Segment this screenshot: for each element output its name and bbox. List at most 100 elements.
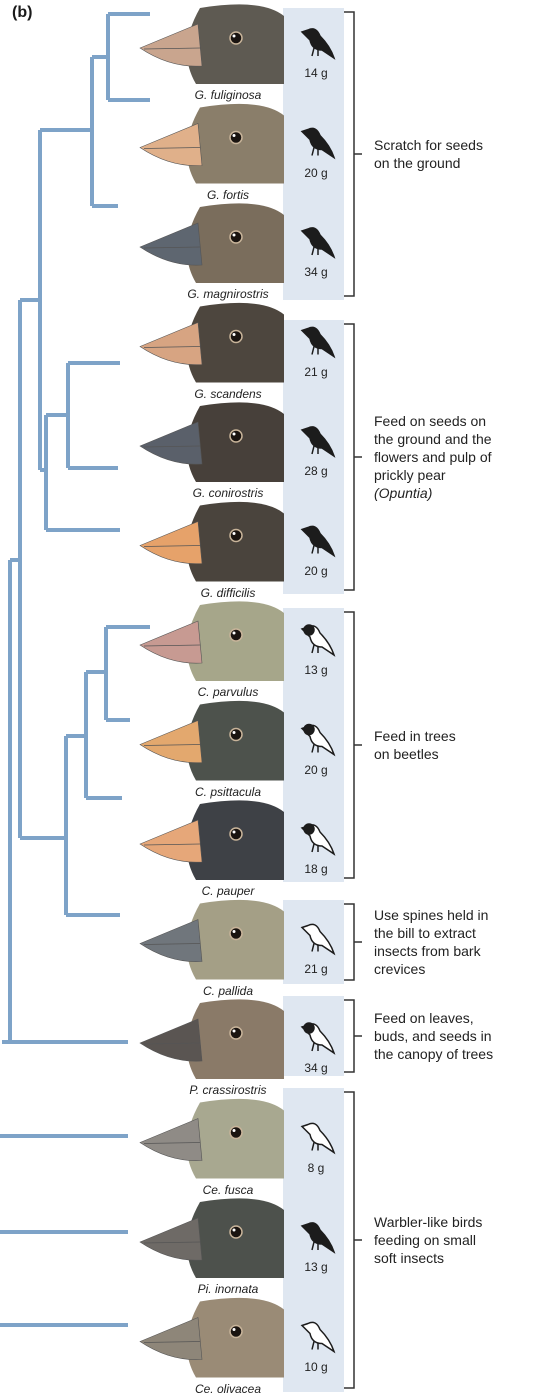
group-bracket	[344, 1000, 362, 1072]
species-name: C. pauper	[143, 884, 313, 898]
body-mass: 10 g	[296, 1360, 336, 1374]
eye-highlight	[233, 532, 236, 535]
bird-head-illustration	[140, 601, 284, 681]
species-name: Ce. olivacea	[143, 1382, 313, 1396]
eye	[230, 729, 242, 741]
diet-text-line: Feed in trees	[374, 727, 556, 745]
body-mass: 20 g	[296, 763, 336, 777]
species-name: Ce. fusca	[143, 1183, 313, 1197]
eye	[230, 1027, 242, 1039]
bird-head-illustration	[140, 999, 284, 1079]
eye	[230, 629, 242, 641]
diet-text-line: Feed on seeds on	[374, 412, 556, 430]
bird-head-illustration	[140, 203, 284, 283]
body-mass: 21 g	[296, 365, 336, 379]
eye-highlight	[233, 134, 236, 137]
diet-text-line: feeding on small	[374, 1231, 556, 1249]
beak	[140, 422, 202, 464]
diet-description: Scratch for seedson the ground	[374, 136, 556, 172]
species-name: Pi. inornata	[143, 1282, 313, 1296]
eye	[230, 231, 242, 243]
species-name: G. conirostris	[143, 486, 313, 500]
beak	[140, 223, 202, 265]
eye-highlight	[233, 35, 236, 38]
diet-text-line: (Opuntia)	[374, 484, 556, 502]
eye	[230, 132, 242, 144]
bird-head-illustration	[140, 4, 284, 84]
body-mass: 34 g	[296, 1061, 336, 1075]
diet-text-line: crevices	[374, 960, 556, 978]
panel-label: (b)	[12, 4, 32, 22]
body-mass: 14 g	[296, 66, 336, 80]
diet-description: Feed in treeson beetles	[374, 727, 556, 763]
body-mass: 21 g	[296, 962, 336, 976]
species-name: C. pallida	[143, 984, 313, 998]
eye-highlight	[233, 433, 236, 436]
bird-head-illustration	[140, 1198, 284, 1278]
group-bracket	[344, 12, 362, 296]
diet-text-line: Warbler-like birds	[374, 1213, 556, 1231]
diet-text-line: soft insects	[374, 1249, 556, 1267]
eye-highlight	[233, 831, 236, 834]
eye-highlight	[233, 1328, 236, 1331]
eye-highlight	[233, 731, 236, 734]
species-name: C. parvulus	[143, 685, 313, 699]
bird-head-illustration	[140, 502, 284, 582]
diet-text-line: Scratch for seeds	[374, 136, 556, 154]
species-name: G. magnirostris	[143, 287, 313, 301]
species-name: G. scandens	[143, 387, 313, 401]
diet-text-line: the canopy of trees	[374, 1045, 556, 1063]
eye-highlight	[233, 632, 236, 635]
eye-highlight	[233, 1129, 236, 1132]
species-name: G. fortis	[143, 188, 313, 202]
body-mass: 18 g	[296, 862, 336, 876]
species-name: G. fuliginosa	[143, 88, 313, 102]
group-bracket	[344, 904, 362, 980]
group-bracket	[344, 612, 362, 878]
diet-description: Use spines held inthe bill to extractins…	[374, 906, 556, 978]
bird-head-illustration	[140, 402, 284, 482]
diet-text-line: on the ground	[374, 154, 556, 172]
eye-highlight	[233, 234, 236, 237]
diet-text-line: buds, and seeds in	[374, 1027, 556, 1045]
bird-head-illustration	[140, 303, 284, 383]
eye	[230, 331, 242, 343]
species-name: P. crassirostris	[143, 1083, 313, 1097]
beak	[140, 920, 202, 962]
bird-cap	[304, 1023, 314, 1033]
tree-branches	[0, 14, 150, 1325]
bird-cap	[304, 625, 314, 635]
beak	[140, 820, 202, 862]
beak	[140, 1218, 202, 1260]
species-name: C. psittacula	[143, 785, 313, 799]
diet-text-line: on beetles	[374, 745, 556, 763]
eye	[230, 530, 242, 542]
eye-highlight	[233, 333, 236, 336]
eye	[230, 32, 242, 44]
eye	[230, 430, 242, 442]
diet-text-line: prickly pear	[374, 466, 556, 484]
bird-head-illustration	[140, 900, 284, 980]
bird-head-illustration	[140, 800, 284, 880]
eye-highlight	[233, 1030, 236, 1033]
eye	[230, 1226, 242, 1238]
eye-highlight	[233, 930, 236, 933]
group-bracket	[344, 1092, 362, 1388]
bird-head-illustration	[140, 104, 284, 184]
body-mass: 28 g	[296, 464, 336, 478]
body-mass: 13 g	[296, 663, 336, 677]
eye	[230, 928, 242, 940]
diet-text-line: Use spines held in	[374, 906, 556, 924]
beak	[140, 721, 202, 763]
body-mass: 20 g	[296, 564, 336, 578]
bird-cap	[304, 725, 314, 735]
diet-text-line: the bill to extract	[374, 924, 556, 942]
diet-text-line: the ground and the	[374, 430, 556, 448]
eye	[230, 1127, 242, 1139]
beak	[140, 1019, 202, 1061]
eye-highlight	[233, 1229, 236, 1232]
bird-head-illustration	[140, 1099, 284, 1179]
